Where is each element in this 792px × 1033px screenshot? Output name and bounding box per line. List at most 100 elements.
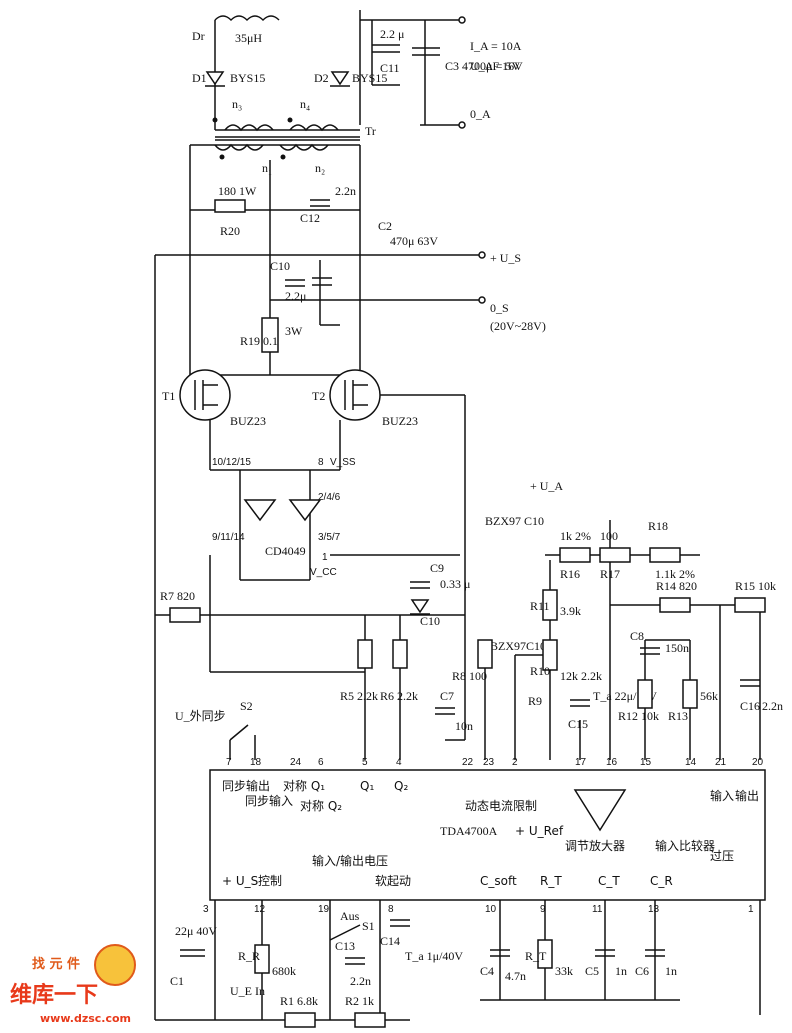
c1-value: 22μ 40V <box>175 924 217 938</box>
tr-label: Tr <box>365 124 376 138</box>
os-label: 0_S <box>490 301 509 315</box>
ic-label-reg-amp: 调节放大器 <box>565 838 625 853</box>
r8-label: R8 100 <box>452 669 487 683</box>
c6-label: C6 <box>635 964 649 978</box>
potentiometer-r17: R17 100 <box>599 529 631 581</box>
ic-name: TDA4700A <box>440 824 498 838</box>
cd4049-buffer: CD4049 10/12/15 9/11/14 2/4/6 3/5/7 8 V_… <box>212 457 356 578</box>
pin-4: 4 <box>396 757 402 768</box>
c2-value: 470μ 63V <box>390 234 438 248</box>
ic-label-in-comp: 输入比较器 <box>655 838 715 853</box>
watermark: 找 元 件 维库一下 www.dzsc.com <box>10 944 136 1025</box>
ic-label-sym-q2: 对称 Q₂ <box>300 799 342 813</box>
ic-label-rt: R_T <box>540 874 562 888</box>
ic-label-q1: Q₁ <box>360 779 374 793</box>
c7-value: 10n <box>455 719 473 733</box>
pin-2: 2 <box>512 757 518 768</box>
t1-type: BUZ23 <box>230 414 266 428</box>
ic-label-sync-out: 同步输出 <box>222 778 270 793</box>
ic-opamp <box>573 789 627 832</box>
cd-pin-e: 8 <box>318 457 324 468</box>
ic-label-uref: + U_Ref <box>515 824 564 838</box>
switch-s2: S2 U_外同步 <box>175 699 253 741</box>
ua-label: U_A = 5V <box>470 59 520 73</box>
r2-label: R2 1k <box>345 994 374 1008</box>
dr-value: 35μH <box>235 31 262 45</box>
pin-18: 18 <box>250 757 262 768</box>
c2-label: C2 <box>378 219 392 233</box>
pin-7: 7 <box>226 757 232 768</box>
r10-label: R10 <box>530 664 550 678</box>
n3-label: n₃ <box>232 97 242 111</box>
watermark-site: www.dzsc.com <box>40 1012 131 1025</box>
ic-label-softstart: 软起动 <box>375 874 411 888</box>
cd-pin-vcc: V_CC <box>310 567 337 578</box>
c12-label: C12 <box>300 211 320 225</box>
resistor-r13: R13 56k <box>668 679 718 723</box>
watermark-cn: 维库一下 <box>10 982 98 1008</box>
rr-value: 680k <box>272 964 296 978</box>
zener-top-label: BZX97 C10 <box>485 514 544 528</box>
c5-label: C5 <box>585 964 599 978</box>
r1-label: R1 6.8k <box>280 994 318 1008</box>
pin-16: 16 <box>606 757 618 768</box>
s2-label: S2 <box>240 699 253 713</box>
pin-21: 21 <box>715 757 727 768</box>
r18-label: R18 <box>648 519 668 533</box>
r20-label: R20 <box>220 224 240 238</box>
ic-label-sym-q1: 对称 Q₁ <box>283 779 325 793</box>
ic-label-input: 输入 <box>710 788 734 803</box>
r5-label: R5 2.2k <box>340 689 378 703</box>
pin-6: 6 <box>318 757 324 768</box>
c8-value: 150n <box>665 641 689 655</box>
r17-label: R17 <box>600 567 620 581</box>
pin-5: 5 <box>362 757 368 768</box>
r13-value: 56k <box>700 689 718 703</box>
c3-label: C3 4700μF 16V <box>445 59 523 73</box>
ic-label-sync-in: 同步输入 <box>245 793 293 808</box>
c7-label: C7 <box>440 689 454 703</box>
ic-body <box>209 769 766 901</box>
capacitor-c3: C3 4700μF 16V <box>412 47 523 73</box>
c13-label: C13 <box>335 939 355 953</box>
resistor-r19: R19 0.1 3W <box>240 317 303 353</box>
diode-d2: D2 BYS15 <box>314 71 387 87</box>
t2-type: BUZ23 <box>382 414 418 428</box>
resistor-r14: R14 820 <box>656 579 697 613</box>
resistor-r8: R8 100 <box>452 639 493 683</box>
resistor-r18: R18 1.1k 2% <box>648 519 695 581</box>
r11-value: 3.9k <box>560 604 581 618</box>
pin-22: 22 <box>462 757 474 768</box>
pin-20: 20 <box>752 757 764 768</box>
cd-pin-d: 3/5/7 <box>318 532 341 543</box>
r14-label: R14 820 <box>656 579 697 593</box>
capacitor-c16: C16 2.2n <box>740 679 783 713</box>
r9-label: R9 <box>528 694 542 708</box>
resistor-r16: R16 1k 2% <box>559 529 591 581</box>
pin-15: 15 <box>640 757 652 768</box>
uein-label: U_E In <box>230 984 265 998</box>
oa-label: 0_A <box>470 107 491 121</box>
c10-zener-label: C10 <box>420 614 440 628</box>
capacitor-c4: C4 4.7n <box>480 949 526 983</box>
r15-label: R15 10k <box>735 579 776 593</box>
c4-label: C4 <box>480 964 494 978</box>
resistor-r11: R11 3.9k <box>530 589 581 621</box>
rt-label: R_T <box>525 949 547 963</box>
aus-label: Aus <box>340 909 360 923</box>
uext-label: U_外同步 <box>175 709 226 723</box>
pin-19: 19 <box>318 904 330 915</box>
cd4049-label: CD4049 <box>265 544 306 558</box>
rr-label: R_R <box>238 949 260 963</box>
ic-label-dyn-current: 动态电流限制 <box>465 799 537 813</box>
c9-value: 0.33 μ <box>440 577 470 591</box>
pin-8: 8 <box>388 904 394 915</box>
ic-label-cr: C_R <box>650 874 673 888</box>
capacitor-c8: C8 150n <box>630 629 689 655</box>
r11-label: R11 <box>530 599 550 613</box>
pin-14: 14 <box>685 757 697 768</box>
cd-pin-a: 10/12/15 <box>212 457 251 468</box>
n2-label: n₂ <box>315 161 325 175</box>
c10-label: C10 <box>270 259 290 273</box>
r16-label: R16 <box>560 567 580 581</box>
